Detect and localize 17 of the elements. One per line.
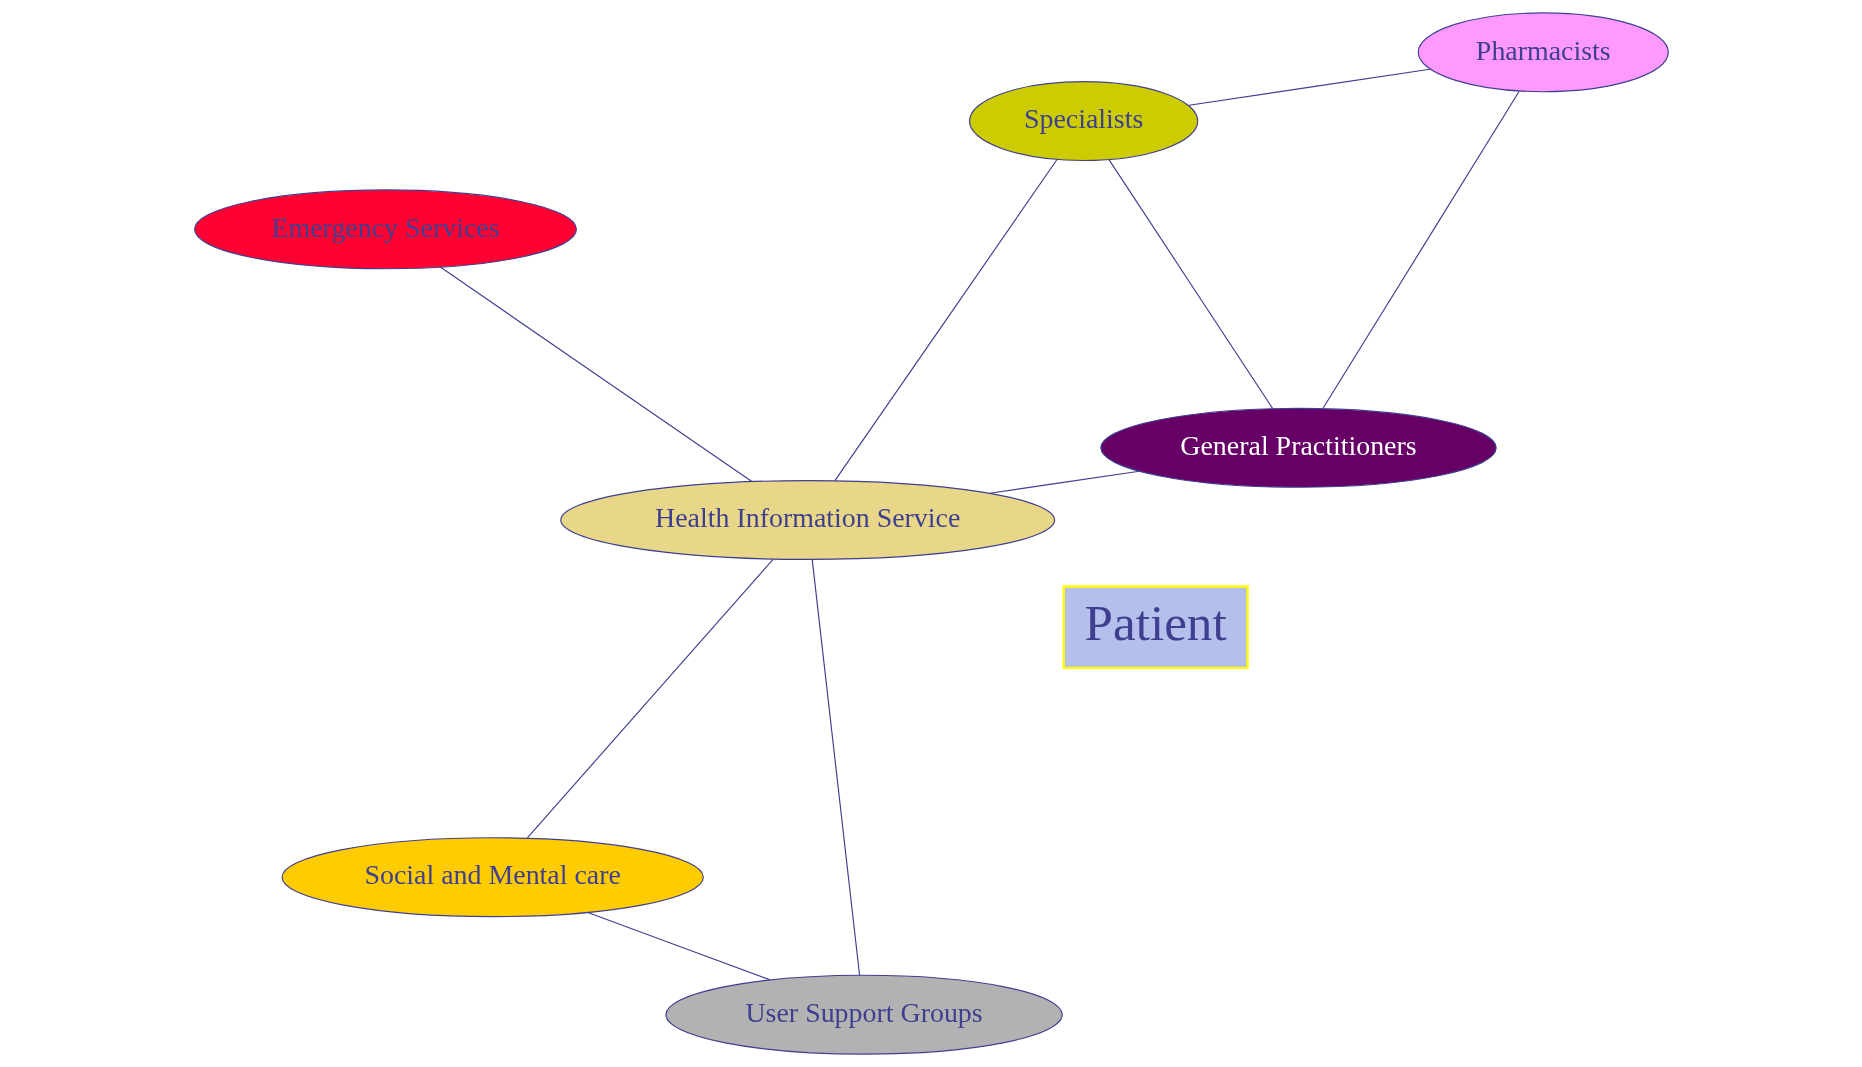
connector	[439, 266, 752, 483]
connector	[1321, 90, 1520, 410]
node-ellipse: General Practitioners	[1099, 407, 1497, 488]
node-ellipse: User Support Groups	[664, 974, 1063, 1055]
node-box: Patient	[1062, 585, 1249, 670]
node-ellipse: Pharmacists	[1417, 12, 1669, 93]
connector	[586, 911, 771, 981]
connector	[1107, 159, 1273, 409]
connector	[526, 558, 774, 839]
node-ellipse: Health Information Service	[559, 480, 1055, 561]
connector	[1188, 68, 1430, 106]
node-ellipse: Specialists	[968, 81, 1198, 162]
connector	[811, 559, 860, 976]
node-ellipse: Emergency Services	[193, 189, 577, 270]
connector	[988, 470, 1140, 494]
connector	[833, 158, 1058, 482]
node-ellipse: Social and Mental care	[281, 837, 704, 918]
